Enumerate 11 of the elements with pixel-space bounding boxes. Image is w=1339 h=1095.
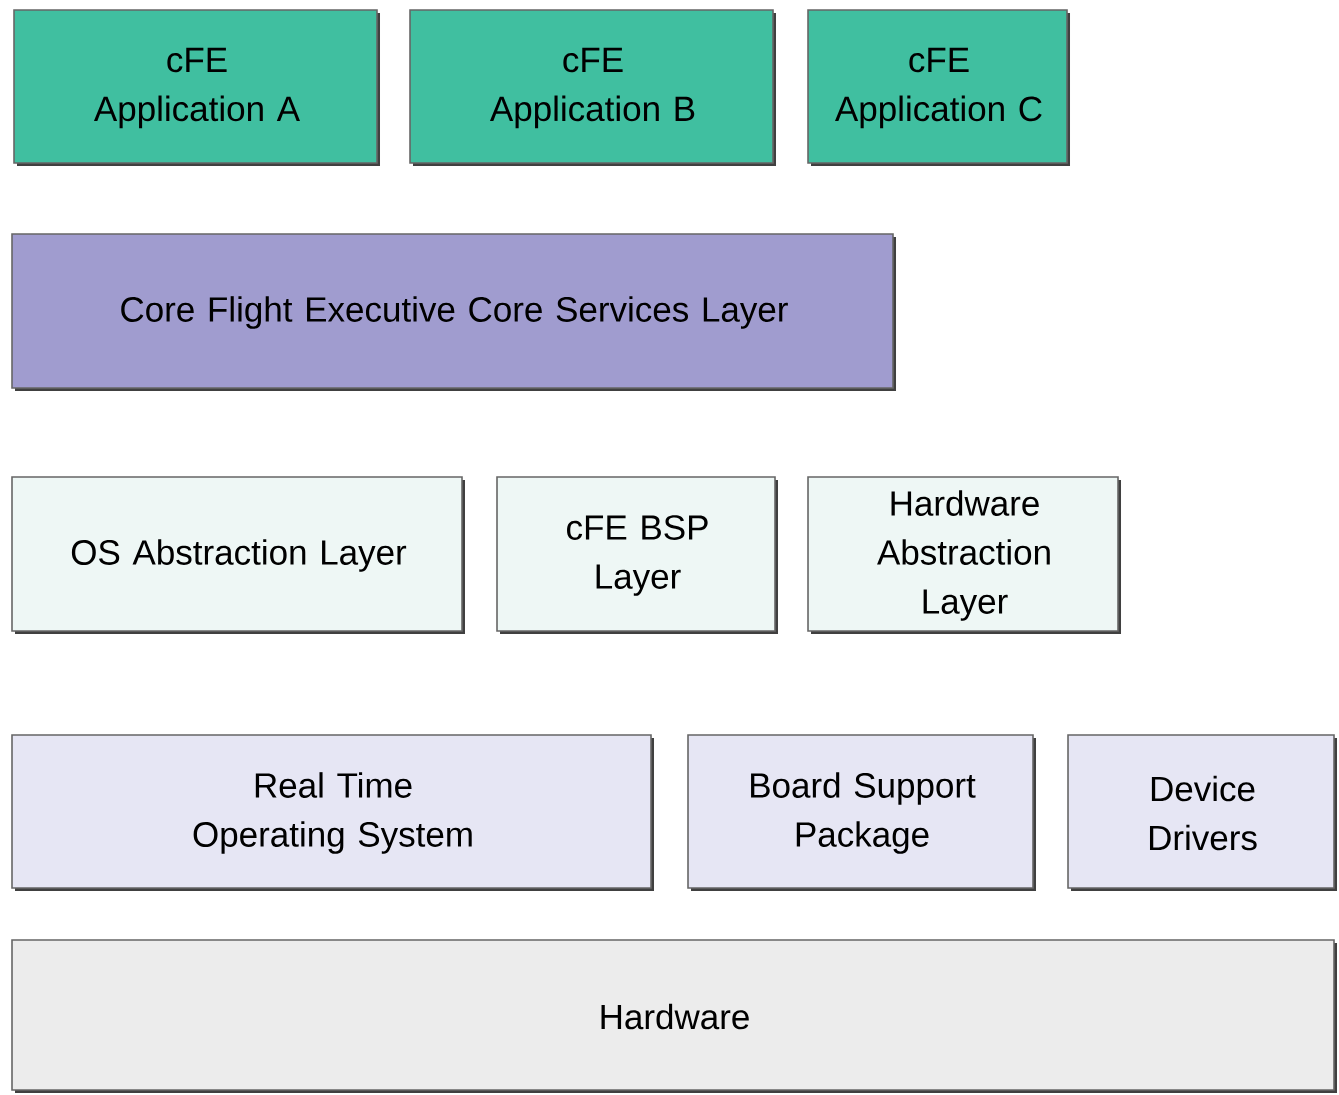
layer-box: Device Drivers [1067,734,1337,891]
layer-box: Real Time Operating System [11,734,654,891]
layer-box: cFE BSP Layer [496,476,778,634]
application-box: cFE Application C [807,9,1070,166]
application-box: cFE Application A [13,9,380,166]
hardware-box: Hardware [11,939,1337,1093]
layer-box: Core Flight Executive Core Services Layer [11,233,896,391]
application-box: cFE Application B [409,9,776,166]
layer-box: Board Support Package [687,734,1036,891]
layer-box: OS Abstraction Layer [11,476,465,634]
layer-box: Hardware Abstraction Layer [807,476,1121,634]
